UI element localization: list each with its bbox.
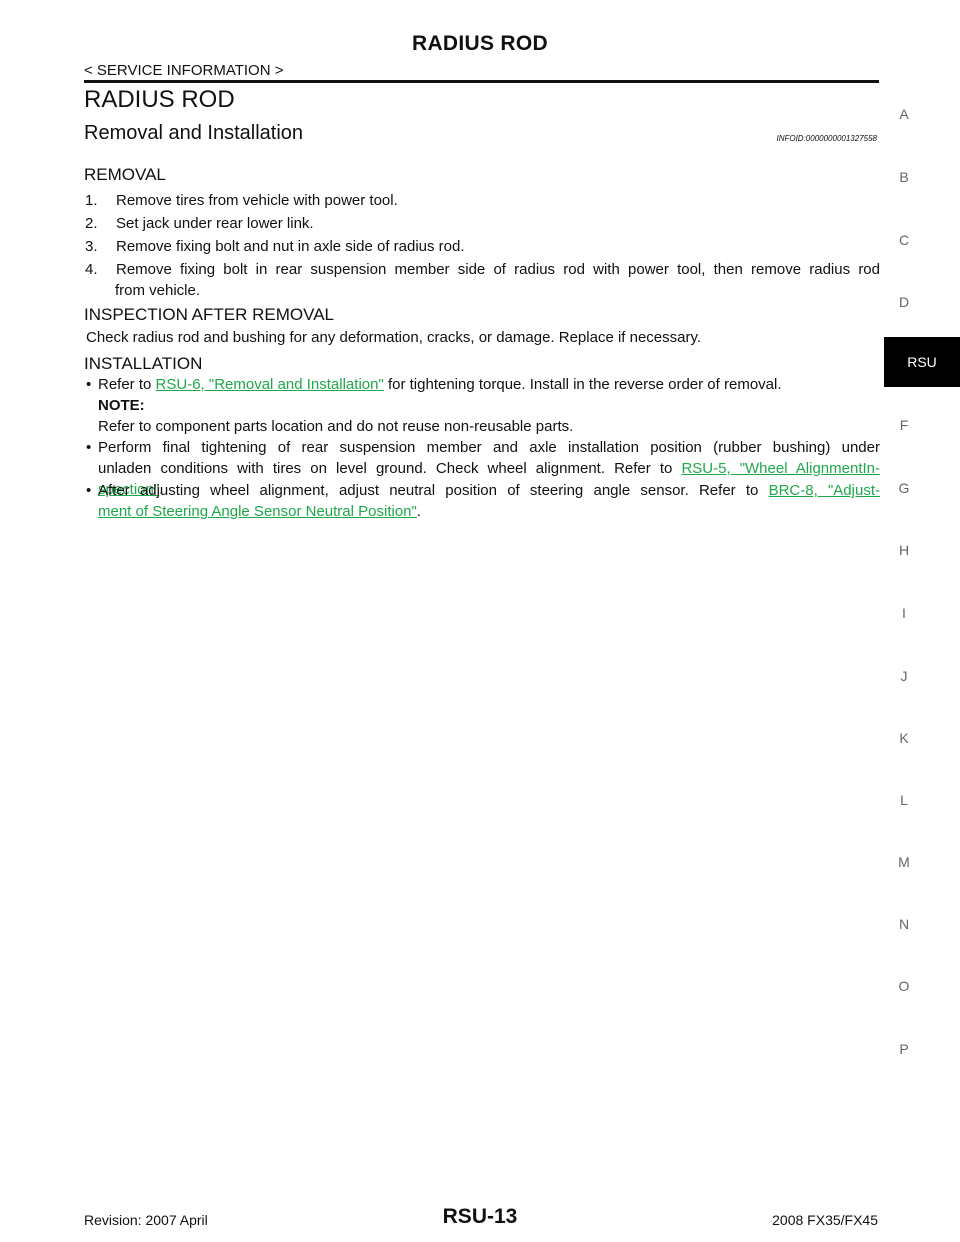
side-index-b[interactable]: B (899, 169, 909, 185)
bullet-text: unladen conditions with tires on level g… (98, 460, 682, 477)
xref-link-brc-8-cont[interactable]: ment of Steering Angle Sensor Neutral Po… (98, 503, 417, 520)
side-index-i[interactable]: I (902, 605, 906, 621)
side-index-a[interactable]: A (899, 106, 909, 122)
installation-bullet-1: • Refer to RSU-6, "Removal and Installati… (86, 374, 880, 437)
step-text: Remove tires from vehicle with power too… (116, 192, 398, 209)
inspection-text: Check radius rod and bushing for any def… (86, 329, 702, 346)
info-id: INFOID:0000000001327558 (776, 134, 877, 143)
removal-step-3: 3. Remove fixing bolt and nut in axle sid… (84, 236, 880, 257)
installation-bullet-3: • After adjusting wheel alignment, adjust… (86, 480, 880, 522)
side-index-l[interactable]: L (900, 792, 908, 808)
removal-step-4: 4. Remove fixing bolt in rear suspension … (84, 259, 880, 301)
page-title: RADIUS ROD (84, 86, 235, 113)
step-number: 2. (85, 215, 98, 232)
section-title: Removal and Installation (84, 122, 304, 144)
side-index-k[interactable]: K (899, 730, 909, 746)
bullet-text: . (159, 481, 164, 498)
side-index-n[interactable]: N (898, 916, 910, 932)
installation-heading: INSTALLATION (84, 354, 203, 373)
removal-step-2: 2. Set jack under rear lower link. (84, 213, 880, 234)
breadcrumb: < SERVICE INFORMATION > (84, 62, 284, 79)
side-index-g[interactable]: G (898, 480, 910, 496)
side-index-rsu-active[interactable]: RSU (884, 337, 960, 387)
side-index-c[interactable]: C (898, 232, 910, 248)
note-label: NOTE: (98, 397, 145, 414)
side-index-h[interactable]: H (898, 542, 910, 558)
step-text: Set jack under rear lower link. (116, 215, 314, 232)
bullet-text: After adjusting wheel alignment, adjust … (98, 482, 769, 499)
step-text-continued: from vehicle. (115, 282, 201, 299)
note-text: Refer to component parts location and do… (98, 418, 574, 435)
bullet-text: Refer to (98, 376, 156, 393)
bullet-marker: • (86, 482, 92, 499)
step-text: Remove fixing bolt and nut in axle side … (116, 238, 465, 255)
side-index-f[interactable]: F (899, 417, 909, 433)
xref-link-rsu-5-cont[interactable]: spection" (98, 481, 160, 498)
side-index-p[interactable]: P (899, 1041, 909, 1057)
xref-link-brc-8[interactable]: BRC-8, "Adjust- (768, 482, 880, 499)
step-text: Remove fixing bolt in rear suspension me… (116, 261, 880, 278)
step-number: 1. (85, 192, 98, 209)
side-index-o[interactable]: O (898, 978, 910, 994)
bullet-marker: • (86, 439, 92, 456)
bullet-text: for tightening torque. Install in the re… (383, 376, 782, 393)
side-index-j[interactable]: J (900, 668, 908, 684)
xref-link-rsu-5[interactable]: RSU-5, "Wheel AlignmentIn- (681, 460, 880, 477)
bullet-text: Perform final tightening of rear suspens… (98, 439, 880, 456)
bullet-text: . (416, 503, 422, 520)
step-number: 3. (85, 238, 98, 255)
removal-step-1: 1. Remove tires from vehicle with power t… (84, 190, 880, 211)
side-index-d[interactable]: D (898, 294, 910, 310)
xref-link-rsu-6[interactable]: RSU-6, "Removal and Installation" (155, 376, 384, 393)
footer-model: 2008 FX35/FX45 (772, 1212, 878, 1228)
bullet-marker: • (86, 376, 92, 393)
installation-bullet-2: • Perform final tightening of rear suspen… (86, 437, 880, 500)
step-number: 4. (85, 261, 98, 278)
footer-page-number: RSU-13 (442, 1205, 518, 1228)
page-header-title: RADIUS ROD (411, 32, 548, 55)
side-index-m[interactable]: M (898, 854, 910, 870)
removal-heading: REMOVAL (84, 165, 166, 184)
footer-revision: Revision: 2007 April (84, 1212, 208, 1228)
inspection-heading: INSPECTION AFTER REMOVAL (84, 305, 335, 324)
header-divider (84, 80, 879, 83)
